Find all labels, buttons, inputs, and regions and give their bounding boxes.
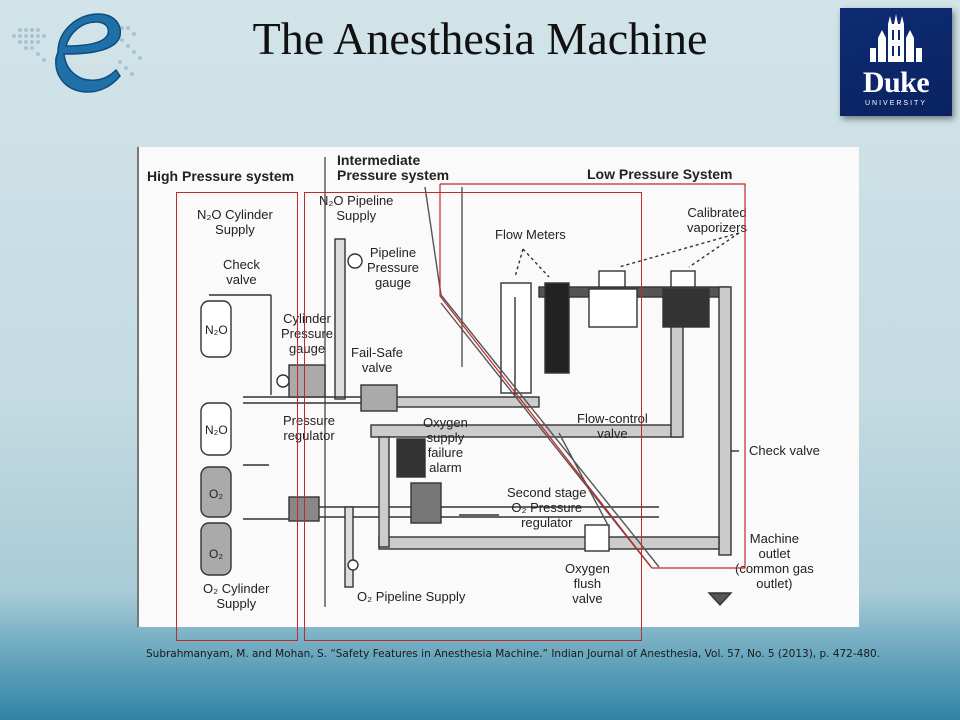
machine-outlet-label: Machine outlet (common gas outlet) bbox=[735, 531, 814, 591]
n2o-pipeline-supply-label: N₂O Pipeline Supply bbox=[319, 193, 394, 223]
intermediate-pressure-label: Intermediate Pressure system bbox=[337, 152, 450, 183]
oxygen-flush-valve-label: Oxygen flush valve bbox=[565, 561, 610, 606]
citation: Subrahmanyam, M. and Mohan, S. “Safety F… bbox=[146, 648, 881, 660]
e-logo bbox=[0, 0, 160, 100]
cylinder-label: O₂ bbox=[209, 547, 223, 561]
duke-subtitle: UNIVERSITY bbox=[864, 100, 927, 107]
second-stage-regulator-label: Second stage O₂ Pressure regulator bbox=[507, 485, 587, 530]
flow-meters-label: Flow Meters bbox=[495, 227, 566, 242]
n2o-cylinder-supply-label: N₂O Cylinder Supply bbox=[197, 207, 273, 237]
o2-cylinder-supply-label: O₂ Cylinder Supply bbox=[203, 581, 270, 611]
anesthesia-machine-diagram: High Pressure system Intermediate Pressu… bbox=[137, 147, 859, 627]
check-valve-top-label: Check valve bbox=[223, 257, 260, 287]
check-valve-right-label: Check valve bbox=[749, 443, 820, 458]
cylinder-label: O₂ bbox=[209, 487, 223, 501]
cylinder-label: N₂O bbox=[205, 323, 228, 337]
fail-safe-valve-label: Fail-Safe valve bbox=[351, 345, 404, 375]
slide-title: The Anesthesia Machine bbox=[252, 13, 708, 64]
flow-control-valve-label: Flow-control valve bbox=[577, 411, 648, 441]
low-pressure-label: Low Pressure System bbox=[587, 166, 733, 182]
pipeline-pressure-gauge-label: Pipeline Pressure gauge bbox=[367, 245, 420, 290]
pressure-regulator-label: Pressure regulator bbox=[283, 413, 336, 443]
calibrated-vaporizers-label: Calibrated vaporizers bbox=[687, 205, 747, 235]
o2-pipeline-supply-label: O₂ Pipeline Supply bbox=[357, 589, 466, 604]
duke-wordmark: Duke bbox=[862, 66, 930, 99]
diagram-drawing bbox=[200, 157, 740, 607]
cylinder-label: N₂O bbox=[205, 423, 228, 437]
oxygen-supply-failure-alarm-label: Oxygen supply failure alarm bbox=[423, 415, 468, 475]
duke-university-logo: Duke UNIVERSITY bbox=[840, 8, 952, 116]
high-pressure-label: High Pressure system bbox=[147, 168, 295, 184]
